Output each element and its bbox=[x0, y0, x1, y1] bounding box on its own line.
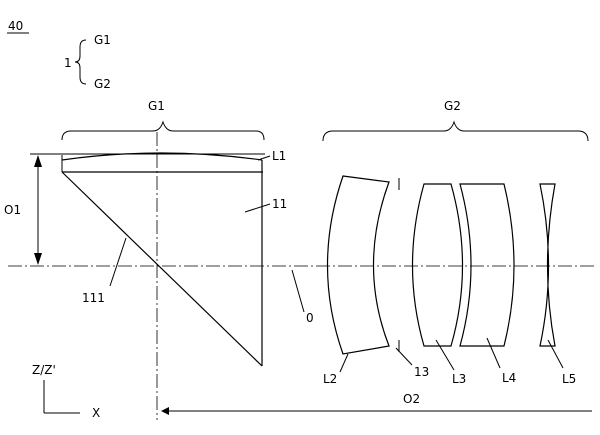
l3-label: L3 bbox=[452, 372, 466, 386]
l1-leader bbox=[257, 155, 271, 161]
l2-leader bbox=[339, 353, 349, 373]
l4-leader bbox=[486, 337, 501, 369]
o2-label: O2 bbox=[403, 392, 420, 406]
l3-leader bbox=[435, 339, 455, 371]
reflect-surface-leader bbox=[109, 237, 127, 287]
lens-l4 bbox=[459, 183, 515, 347]
l1-label: L1 bbox=[272, 149, 286, 163]
l5-label: L5 bbox=[562, 372, 576, 386]
prism-hypotenuse-111 bbox=[61, 171, 263, 367]
reflect-surface-label: 111 bbox=[82, 291, 105, 305]
o1-arrow-bottom bbox=[34, 253, 42, 265]
l2-label: L2 bbox=[323, 372, 337, 386]
l5-leader bbox=[547, 339, 564, 369]
legend-group-number: 1 bbox=[64, 56, 72, 70]
lens-l3 bbox=[411, 183, 464, 347]
legend-g2: G2 bbox=[94, 77, 111, 91]
lens-13-label: 13 bbox=[414, 365, 429, 379]
coord-horizontal-label: X bbox=[92, 406, 100, 420]
group-brace-g1 bbox=[61, 120, 265, 141]
l4-label: L4 bbox=[502, 371, 516, 385]
figure-label: 40 bbox=[8, 19, 23, 33]
group-brace-g2 bbox=[322, 120, 589, 142]
lens-13-leader bbox=[395, 347, 413, 366]
axis-leader bbox=[291, 269, 305, 313]
prism-label: 11 bbox=[272, 197, 287, 211]
legend-brace bbox=[74, 39, 87, 85]
coord-vertical-label: Z/Z' bbox=[32, 363, 56, 377]
o1-label: O1 bbox=[4, 203, 21, 217]
prism-leader bbox=[244, 203, 271, 213]
lens-l2 bbox=[326, 175, 390, 355]
group-label-g1: G1 bbox=[148, 99, 165, 113]
lens-l1-surface bbox=[61, 152, 263, 161]
o1-arrow-top bbox=[34, 155, 42, 167]
lens-l5 bbox=[539, 183, 556, 347]
legend-g1: G1 bbox=[94, 33, 111, 47]
axis-label: 0 bbox=[306, 311, 314, 325]
group-label-g2: G2 bbox=[444, 99, 461, 113]
